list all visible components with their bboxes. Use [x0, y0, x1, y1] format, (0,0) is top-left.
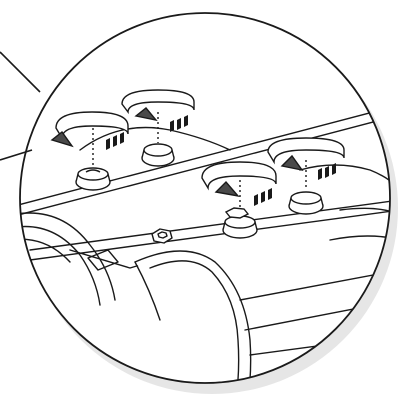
hex-nut-icon [151, 228, 173, 244]
knob-front-left [222, 180, 258, 239]
rotate-clockwise-arrow-icon [267, 137, 345, 180]
knob-front-right [288, 160, 324, 215]
leader-line-upper [0, 51, 41, 93]
knob-rear-right [141, 112, 175, 167]
rotate-clockwise-arrow-icon [201, 161, 277, 206]
callout-circle-outline [19, 12, 391, 384]
knob-rear-left [75, 128, 111, 191]
right-frame-edge [329, 207, 390, 241]
rotate-clockwise-arrow-icon [50, 111, 129, 150]
rotate-clockwise-arrow-icon [121, 89, 195, 132]
